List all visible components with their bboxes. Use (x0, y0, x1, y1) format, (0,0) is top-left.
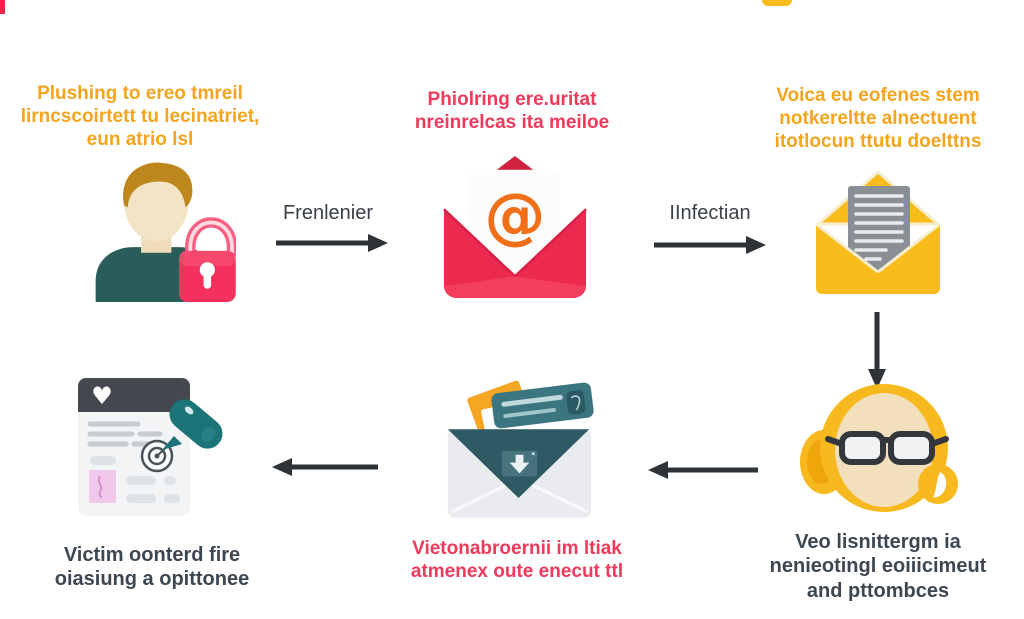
caption-line: lirncscoirtett tu lecinatriet, (20, 106, 260, 128)
caption-top-left: Plushing to ereo tmreil lirncscoirtett t… (15, 82, 265, 152)
arrow-label-infection: IInfectian (669, 202, 751, 224)
caption-line: atmenex oute enecut ttl (410, 561, 624, 583)
caption-line: and pttombces (806, 579, 950, 602)
caption-top-middle: Phiolring ere.uritat nreinrelcas ita mei… (387, 88, 637, 134)
glasses-icon (825, 431, 949, 465)
heart-icon: ♥ (91, 382, 113, 410)
caption-top-right: Voica eu eofenes stem notkereltte alnect… (753, 84, 1003, 154)
red-edge-artifact (0, 0, 5, 14)
caption-line: Phiolring ere.uritat (427, 89, 597, 110)
padlock-icon (178, 217, 236, 302)
caption-line: nreinrelcas ita meiloe (414, 112, 610, 134)
caption-bottom-middle: Vietonabroernii im ltiak atmenex oute en… (392, 537, 642, 583)
arrow-down-icon (868, 312, 886, 389)
caption-line: eun atrio lsl (86, 129, 194, 151)
caption-line: Veo lisnittergm ia (795, 531, 961, 553)
yellow-edge-artifact (762, 0, 792, 6)
caption-line: nenieotingl eoiiicimeut (769, 555, 987, 578)
target-document-icon: ♥ (78, 378, 223, 516)
arrow-label-delivery: Frenlenier (282, 202, 374, 224)
phishing-email-icon: @ (443, 155, 587, 299)
caption-line: itotlocun ttutu doelttns (774, 131, 982, 153)
user-lock-icon (95, 161, 236, 302)
arrow-left-icon (648, 461, 758, 479)
arrow-right-icon (276, 234, 388, 252)
caption-line: Victim oonterd fire (63, 544, 241, 566)
dart-icon (162, 399, 223, 450)
caption-line: Voica eu eofenes stem (776, 85, 980, 106)
attachment-banner-teal (491, 382, 594, 429)
caption-line: oiasiung a opittonee (54, 568, 250, 591)
caption-bottom-left: Victim oonterd fire oiasiung a opittonee (27, 543, 277, 592)
caption-bottom-right: Veo lisnittergm ia nenieotingl eoiiicime… (753, 530, 1003, 603)
arrow-left-icon (272, 458, 378, 476)
arrow-right-icon (654, 236, 766, 254)
caption-line: notkereltte alnectuent (779, 108, 977, 130)
caption-line: Plushing to ereo tmreil (37, 83, 243, 104)
document-icon (848, 186, 910, 270)
at-symbol: @ (484, 181, 545, 252)
download-icon (501, 450, 538, 477)
email-attachment-icon (447, 380, 594, 518)
caption-line: Vietonabroernii im ltiak (412, 538, 622, 559)
email-document-icon (815, 170, 941, 294)
eavesdropper-icon (800, 384, 958, 512)
